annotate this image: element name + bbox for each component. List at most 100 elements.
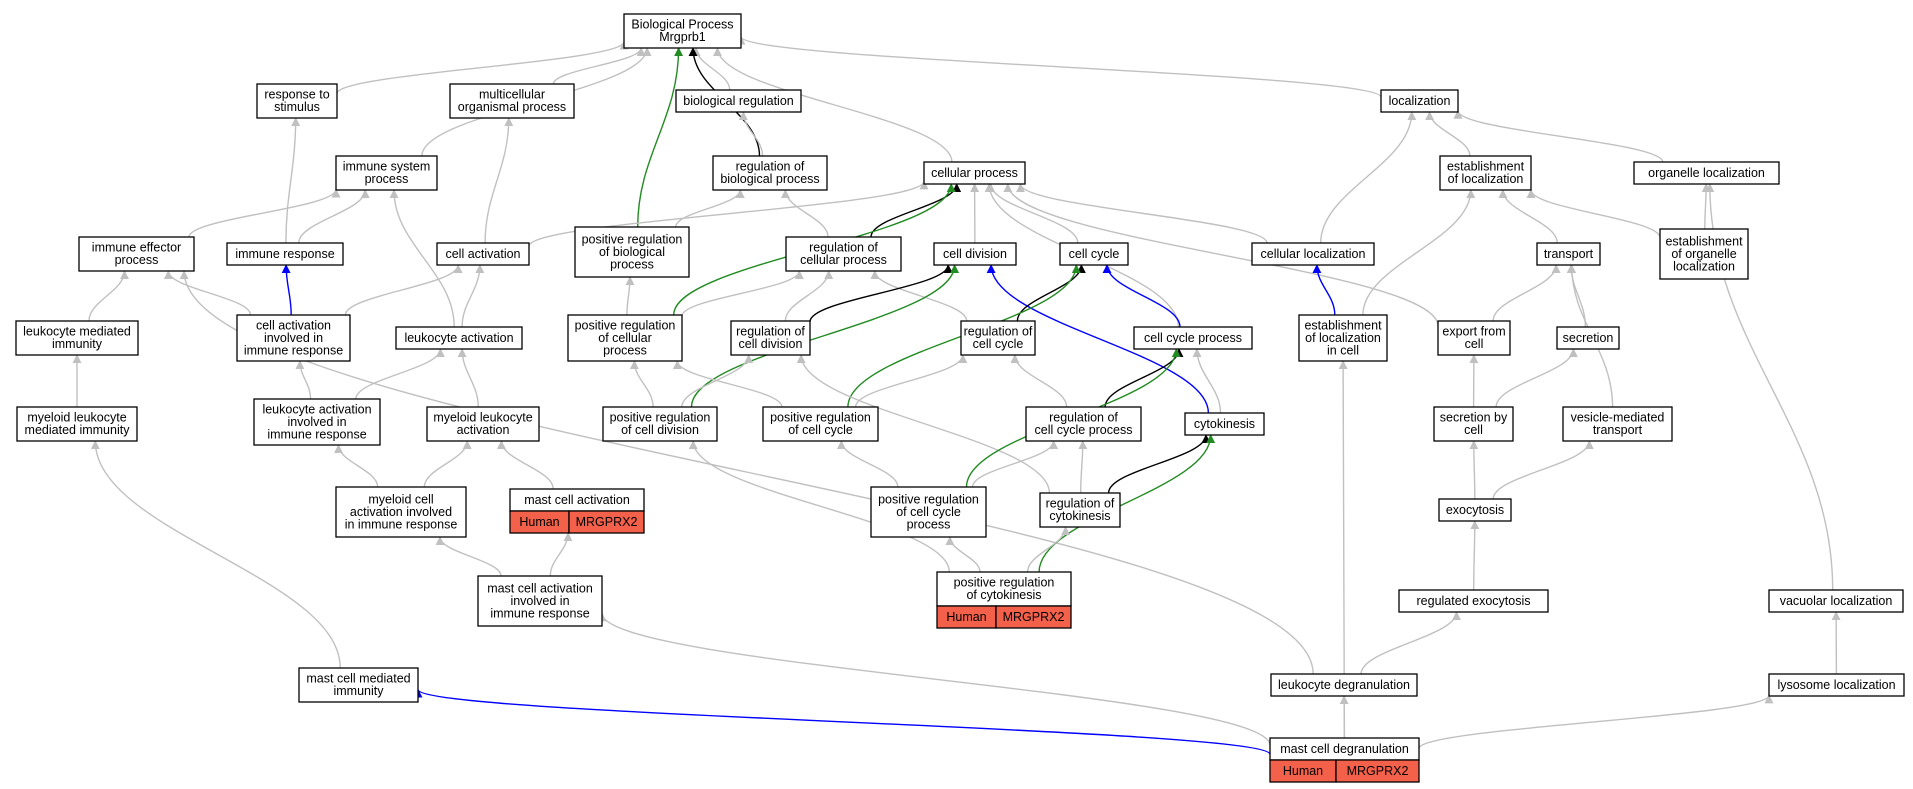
edge-estorg-to-orgloc [1701,183,1711,230]
edge-cellact-to-multicell [484,117,514,244]
term-box [936,571,1072,607]
edge-posregcyto-to-posregcelldiv [688,440,950,573]
go-term-transport[interactable]: transport [1536,242,1601,266]
term-box [226,242,344,266]
go-term-cytokinesis[interactable]: cytokinesis [1184,412,1265,436]
go-term-bioreg[interactable]: biological regulation [675,89,802,113]
edge-exocytosis-to-secbycell [1469,440,1479,500]
go-term-vacloc[interactable]: vacuolar localization [1768,589,1904,613]
term-label-line: transport [1544,247,1594,261]
go-term-cellloc[interactable]: cellular localization [1251,242,1375,266]
go-term-localization[interactable]: localization [1380,89,1459,113]
go-term-cellcycle[interactable]: cell cycle [1059,242,1129,266]
term-label-line: of biological [599,245,665,259]
term-box [1398,589,1549,613]
edge-line [836,440,899,488]
go-term-celldiv[interactable]: cell division [933,242,1017,266]
edge-line [88,270,129,322]
edge-line [435,536,502,577]
edge-line [637,47,684,228]
go-term-leukact[interactable]: leukocyte activation [395,326,523,350]
term-box [395,326,523,350]
edge-line [870,270,968,322]
term-label-line: immune effector [92,241,181,255]
term-label-line: multicellular [479,88,545,102]
term-label-line: regulation of [736,325,805,339]
term-box [1039,492,1121,528]
edge-line [672,360,783,408]
term-box [335,486,467,538]
go-term-cellproc[interactable]: cellular process [923,161,1026,185]
edge-cellloc-to-localization [1320,111,1417,244]
edge-line [163,270,252,316]
term-label-line: in cell [1327,343,1359,357]
term-label-line: cellular process [800,253,887,267]
edge-line [90,440,341,669]
term-label-line: organelle localization [1648,166,1765,180]
go-term-exocytosis[interactable]: exocytosis [1438,498,1512,522]
edge-posregcyto-to-regcyto [1026,526,1071,573]
go-term-cellact[interactable]: cell activation [436,242,530,266]
go-term-immresp[interactable]: immune response [226,242,344,266]
term-label-line: vesicle-mediated [1571,411,1665,425]
go-term-leukdegr[interactable]: leukocyte degranulation [1270,673,1418,697]
go-term-secretion[interactable]: secretion [1556,326,1620,350]
term-label-line: process [610,257,654,271]
go-term-ccproc[interactable]: cell cycle process [1133,326,1253,350]
edge-cellact-to-cellproc [528,180,929,247]
go-term-lysoloc[interactable]: lysosome localization [1768,673,1905,697]
term-box [730,320,811,356]
term-label-line: involved in [264,331,323,345]
term-box [762,406,879,442]
term-label-line: localization [1389,94,1451,108]
go-term-orgloc[interactable]: organelle localization [1633,161,1780,185]
edge-export-to-cellproc [1003,183,1439,327]
edge-line [870,183,962,238]
edge-line [629,360,654,408]
edge-regcell-to-cellproc [870,183,962,238]
edge-orgloc-to-localization [1453,109,1664,163]
go-term-regexo[interactable]: regulated exocytosis [1398,589,1549,613]
term-label-line: process [115,253,159,267]
edge-posregcc-to-regcc [854,354,968,408]
term-label-line: of organelle [1671,247,1736,261]
term-label-line: activation involved [350,505,452,519]
edge-line [461,264,485,328]
edge-estlocincell-to-estloc [1362,189,1476,316]
